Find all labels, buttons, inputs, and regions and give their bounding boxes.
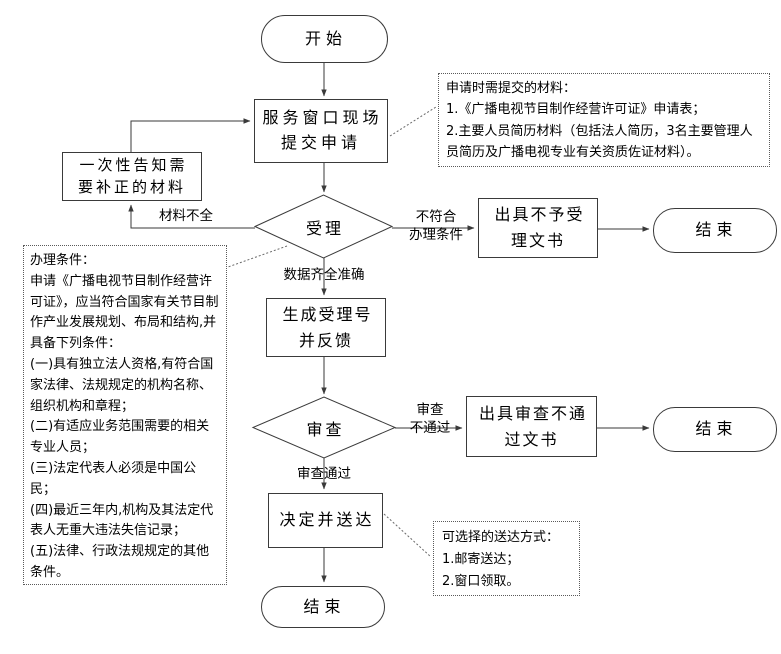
review-fail-document-node: 出具审查不通 过文书 xyxy=(466,396,597,457)
review-decision-label: 审查 xyxy=(306,419,345,439)
review-decision-node: 审查 xyxy=(253,397,395,458)
reject-document-label: 出具不予受 理文书 xyxy=(494,205,585,250)
edge-accept-to-notify xyxy=(128,204,255,229)
decide-deliver-node: 决定并送达 xyxy=(268,493,383,548)
accept-decision-node: 受理 xyxy=(255,195,392,258)
reject-document-node: 出具不予受 理文书 xyxy=(478,198,598,258)
submit-application-node: 服务窗口现场 提交申请 xyxy=(254,99,388,163)
end-node-3: 结束 xyxy=(261,586,385,628)
review-decision-shape xyxy=(251,396,397,459)
start-node-label: 开始 xyxy=(304,28,347,48)
end-node-1-label: 结束 xyxy=(695,220,738,240)
start-node: 开始 xyxy=(261,15,388,63)
generate-receipt-node: 生成受理号 并反馈 xyxy=(266,298,386,357)
generate-receipt-label: 生成受理号 并反馈 xyxy=(282,304,373,350)
end-node-2: 结束 xyxy=(653,407,777,452)
edge-label-review-pass: 审查通过 xyxy=(297,466,351,482)
submit-application-label: 服务窗口现场 提交申请 xyxy=(262,108,383,152)
edge-notify-to-submit xyxy=(130,118,251,152)
materials-note: 申请时需提交的材料： 1.《广播电视节目制作经营许可证》申请表； 2.主要人员简… xyxy=(438,73,770,167)
edge-label-data-complete: 数据齐全准确 xyxy=(283,267,365,283)
conditions-note: 办理条件： 申请《广播电视节目制作经营许可证》，应当符合国家有关节目制作产业发展… xyxy=(23,245,227,585)
end-node-3-label: 结束 xyxy=(303,596,346,616)
connector-submit-to-materials-note xyxy=(389,106,437,137)
end-node-2-label: 结束 xyxy=(695,419,738,439)
notify-correction-node: 一次性告知需 要补正的材料 xyxy=(62,152,202,201)
decide-deliver-label: 决定并送达 xyxy=(279,510,375,530)
end-node-1: 结束 xyxy=(653,208,777,253)
connector-accept-to-conditions-note xyxy=(227,245,288,268)
review-fail-document-label: 出具审查不通 过文书 xyxy=(478,403,587,449)
connector-decide-to-delivery-note xyxy=(383,513,432,558)
edge-label-review-fail: 审查 不通过 xyxy=(409,402,451,436)
edge-label-materials-incomplete: 材料不全 xyxy=(159,208,213,224)
notify-correction-label: 一次性告知需 要补正的材料 xyxy=(77,155,188,196)
edge-label-not-qualified: 不符合 办理条件 xyxy=(409,209,463,243)
delivery-options-note: 可选择的送达方式： 1.邮寄送达； 2.窗口领取。 xyxy=(433,521,580,596)
accept-decision-shape xyxy=(253,194,394,259)
accept-decision-label: 受理 xyxy=(305,218,344,238)
